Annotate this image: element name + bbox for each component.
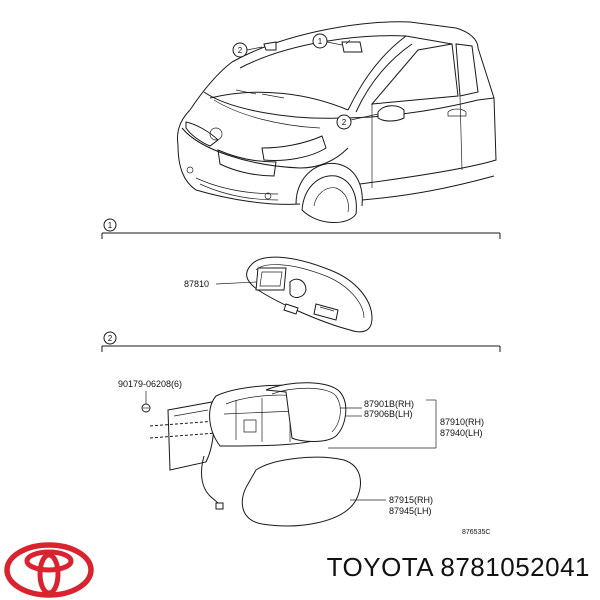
- label-87810: 87810: [184, 279, 257, 289]
- section-1-number: 1: [108, 221, 113, 230]
- section-1-divider: 1: [101, 218, 501, 239]
- callout-2-top: 2: [232, 41, 277, 58]
- callout-1-label: 1: [318, 37, 323, 46]
- callout-2-label-a: 2: [238, 46, 243, 55]
- part-87810-text: 87810: [184, 279, 209, 289]
- inner-rear-view-mirror: [246, 256, 373, 333]
- part-87945-text: 87945(LH): [389, 506, 432, 516]
- inner-mirror-location-icon: [341, 39, 363, 53]
- part-87915-text: 87915(RH): [389, 495, 433, 505]
- part-number: 8781052041: [440, 552, 590, 582]
- mirror-cover: [241, 456, 361, 527]
- callout-1-top: 1: [312, 33, 343, 49]
- part-87901b-text: 87901B(RH): [364, 399, 414, 409]
- labels-assy: 87910(RH) 87940(LH): [328, 399, 484, 449]
- mirror-glass: [265, 382, 347, 442]
- reference-code: 876535C: [462, 529, 490, 536]
- part-87910-text: 87910(RH): [440, 417, 484, 427]
- toyota-logo-icon: [4, 542, 94, 598]
- labels-glass: 87901B(RH) 87906B(LH): [340, 399, 414, 419]
- callout-2-side: 2: [336, 113, 379, 130]
- part-87906b-text: 87906B(LH): [364, 409, 413, 419]
- part-90179-text: 90179-06208(6): [118, 379, 182, 389]
- bolt-90179: 90179-06208(6): [118, 379, 182, 413]
- section-2-divider: 2: [101, 331, 501, 352]
- part-87940-text: 87940(LH): [440, 428, 483, 438]
- callout-2-label-b: 2: [342, 118, 347, 127]
- car-illustration: [177, 21, 497, 224]
- brand-name: TOYOTA: [326, 552, 433, 582]
- footer-brand-part-number: TOYOTA 8781052041: [270, 552, 590, 583]
- section-2-number: 2: [108, 334, 113, 343]
- labels-cover: 87915(RH) 87945(LH): [350, 495, 433, 516]
